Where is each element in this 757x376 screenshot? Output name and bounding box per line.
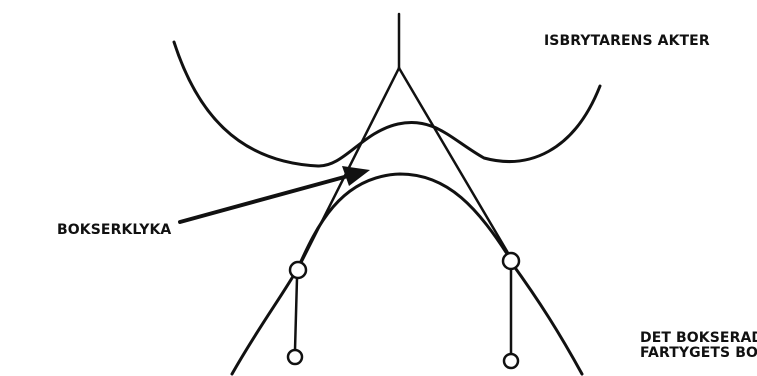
ring-left-upper (288, 260, 308, 280)
towed-ship-bow-outline (230, 266, 300, 376)
fender-curve (296, 172, 513, 270)
fender-pointer-arrow (178, 166, 370, 224)
icebreaker-stern-outline (172, 40, 602, 168)
towed-ship-bow-outline-right (509, 260, 584, 376)
icebreaker-stern-label: ISBRYTARENS AKTER (544, 33, 710, 49)
towed-ship-bow-label-line2: FARTYGETS BOG (640, 345, 757, 361)
ring-right-upper (501, 251, 521, 271)
stay-left (293, 276, 299, 352)
fender-label: BOKSERKLYKA (57, 222, 172, 238)
towed-ship-bow-label-line1: DET BOKSERADE (640, 330, 757, 346)
ring-right-lower (502, 352, 520, 370)
bridle-line-right (397, 66, 513, 260)
ring-left-lower (286, 348, 304, 366)
towed-ship-bow-label: DET BOKSERADE FARTYGETS BOG (640, 331, 757, 361)
